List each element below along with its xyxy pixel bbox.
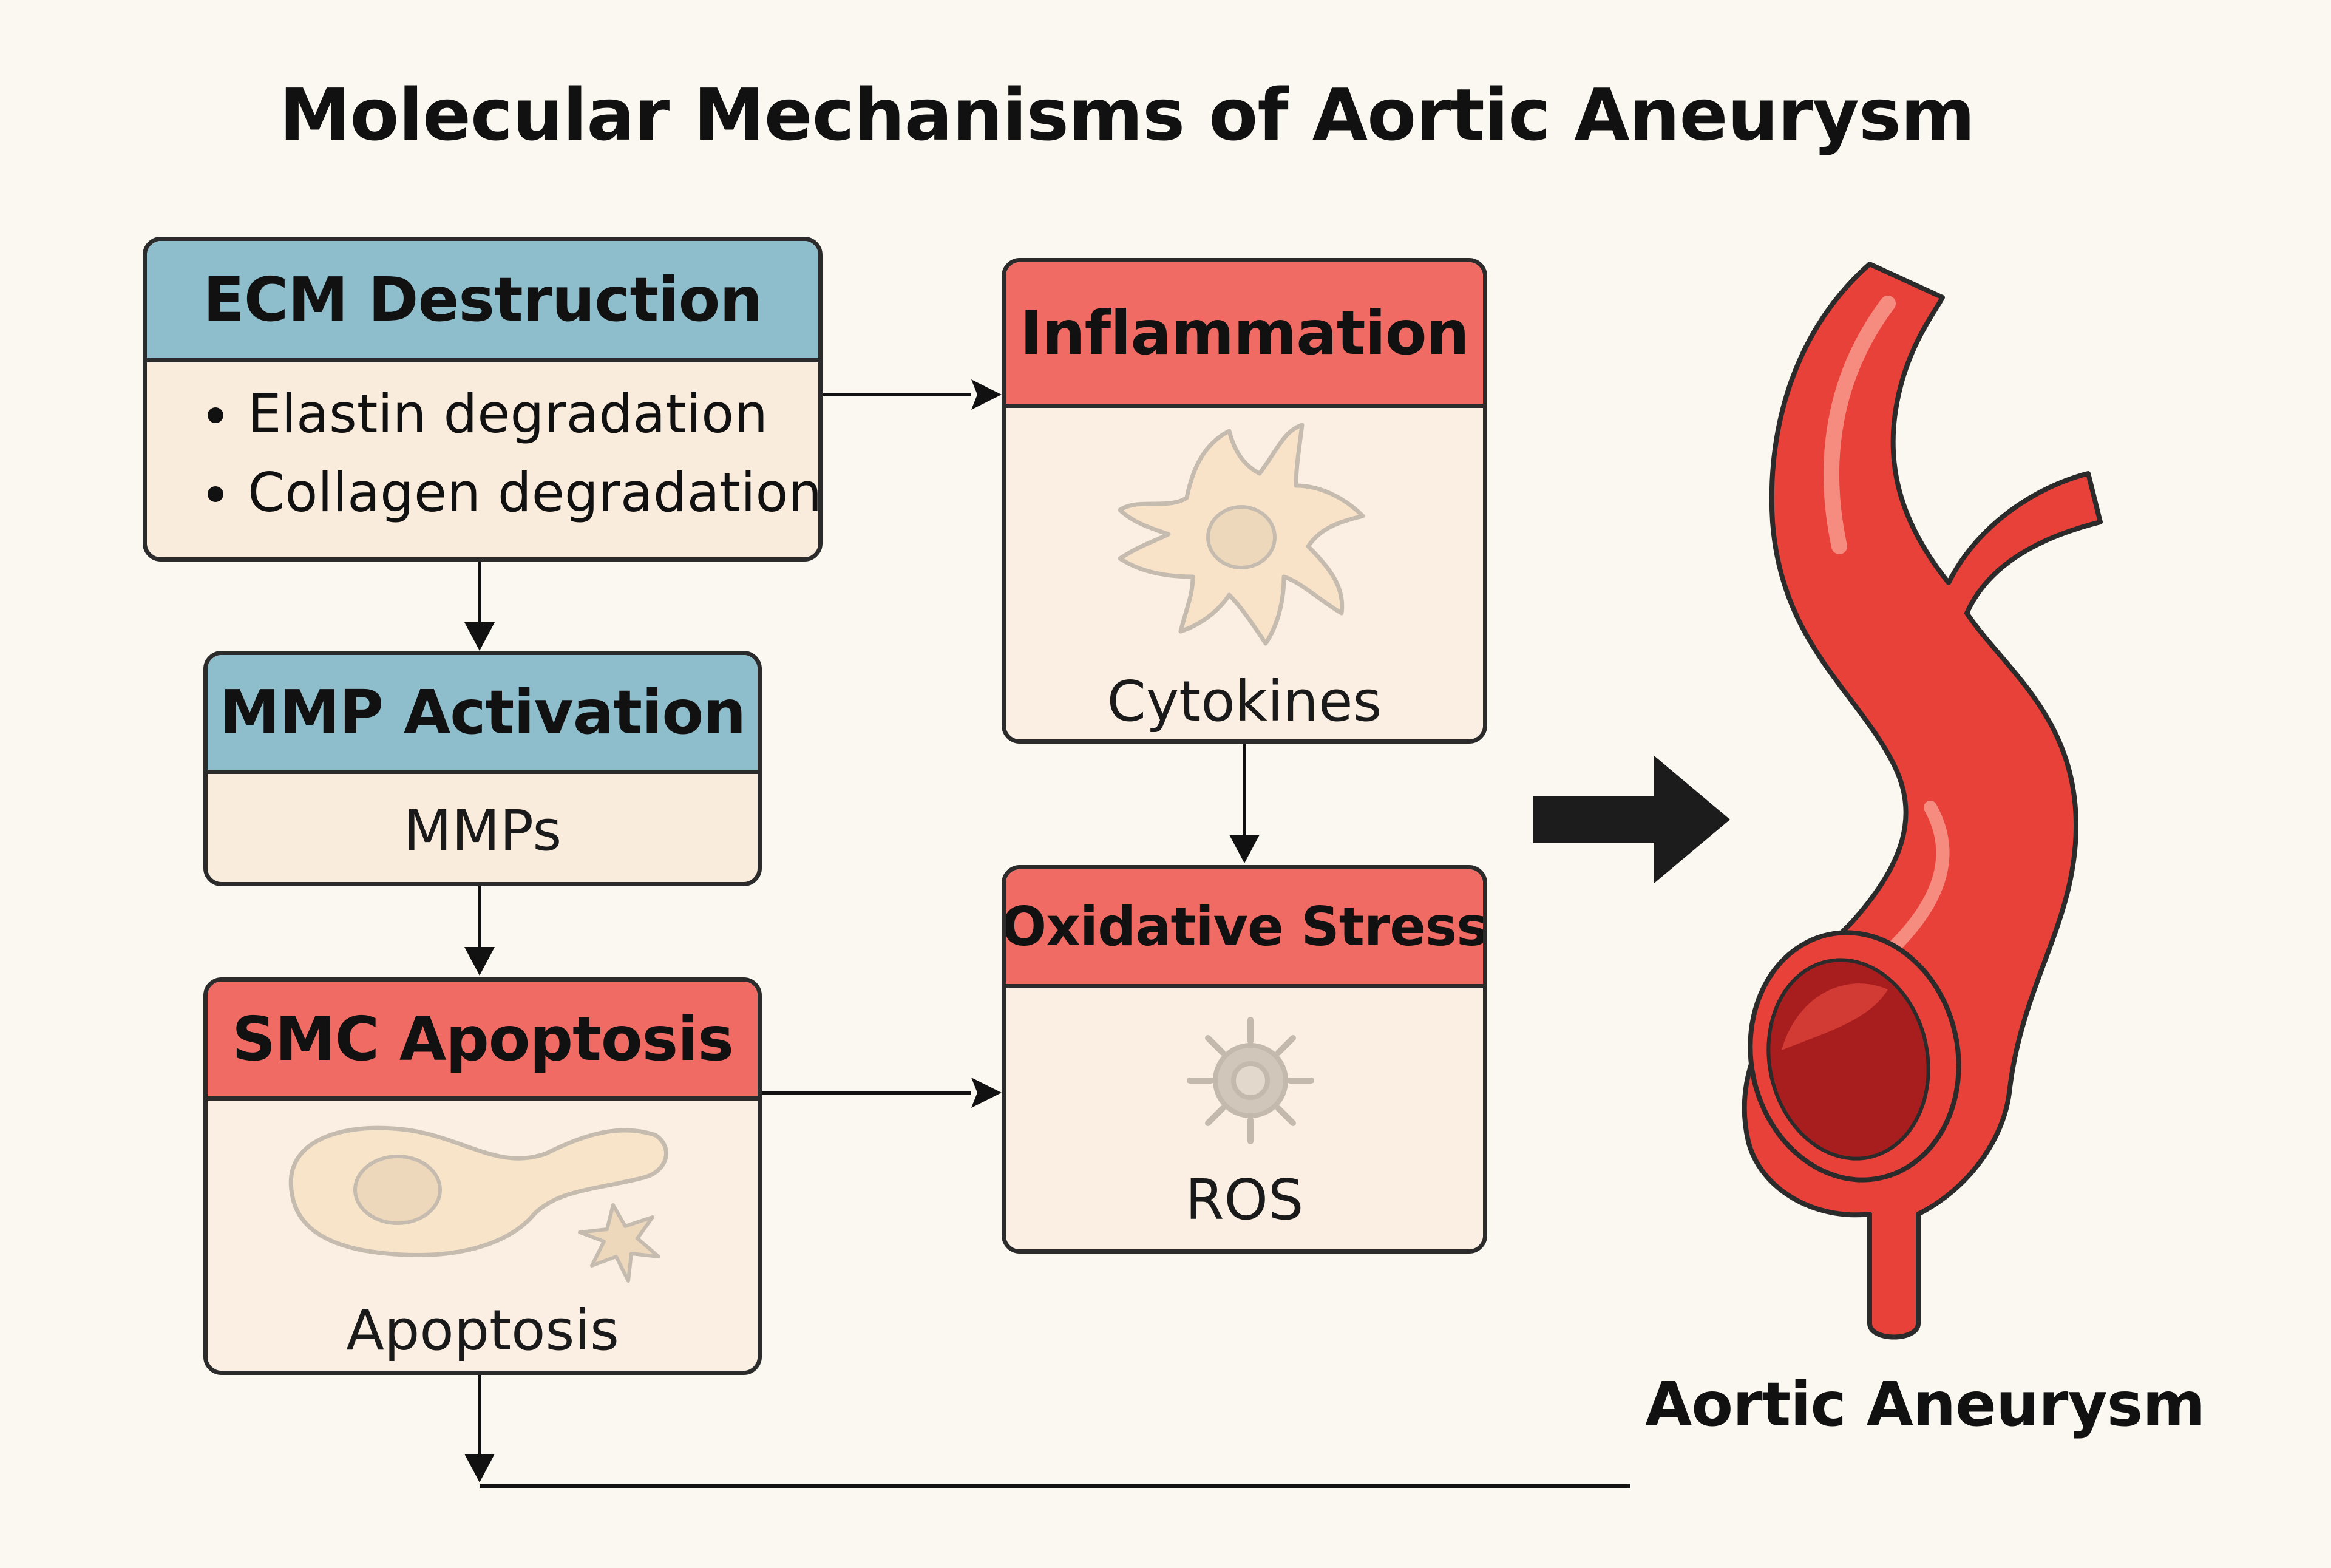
- box-header: Inflammation: [1006, 262, 1483, 408]
- page-title: Molecular Mechanisms of Aortic Aneurysm: [279, 73, 1975, 157]
- arrowhead: [971, 379, 1002, 410]
- box-mmp-activation: MMP Activation MMPs: [203, 651, 762, 886]
- box-header: Oxidative Stress: [1006, 869, 1483, 988]
- bullet-list: Elastin degradation Collagen degradation: [147, 375, 818, 532]
- box-body: Elastin degradation Collagen degradation: [147, 362, 818, 557]
- box-body: ROS: [1006, 988, 1483, 1249]
- box-body-text: ROS: [1185, 1167, 1304, 1232]
- box-body-text: Apoptosis: [346, 1298, 619, 1363]
- aneurysm-label: Aortic Aneurysm: [1645, 1369, 2205, 1440]
- box-oxidative-stress: Oxidative Stress ROS: [1002, 865, 1487, 1254]
- box-header: MMP Activation: [208, 655, 758, 774]
- box-body-text: MMPs: [403, 798, 562, 863]
- arrowhead: [464, 947, 495, 976]
- box-body: Cytokines: [1006, 408, 1483, 739]
- arrowhead: [464, 1454, 495, 1482]
- arrowhead: [971, 1078, 1002, 1108]
- list-item: Collagen degradation: [147, 453, 818, 532]
- box-body: Apoptosis: [208, 1101, 758, 1371]
- box-ecm-destruction: ECM Destruction Elastin degradation Coll…: [143, 237, 823, 562]
- box-header: SMC Apoptosis: [208, 982, 758, 1101]
- box-body-text: Cytokines: [1107, 669, 1382, 734]
- box-smc-apoptosis: SMC Apoptosis Apoptosis: [203, 977, 762, 1375]
- box-body: MMPs: [208, 774, 758, 882]
- aorta-illustration: [1742, 262, 2103, 1340]
- big-arrow-to-aneurysm: [1533, 756, 1730, 883]
- arrowhead: [464, 622, 495, 651]
- arrowhead: [1229, 835, 1260, 863]
- list-item: Elastin degradation: [147, 375, 818, 453]
- box-inflammation: Inflammation Cytokines: [1002, 258, 1487, 744]
- box-header: ECM Destruction: [147, 241, 818, 362]
